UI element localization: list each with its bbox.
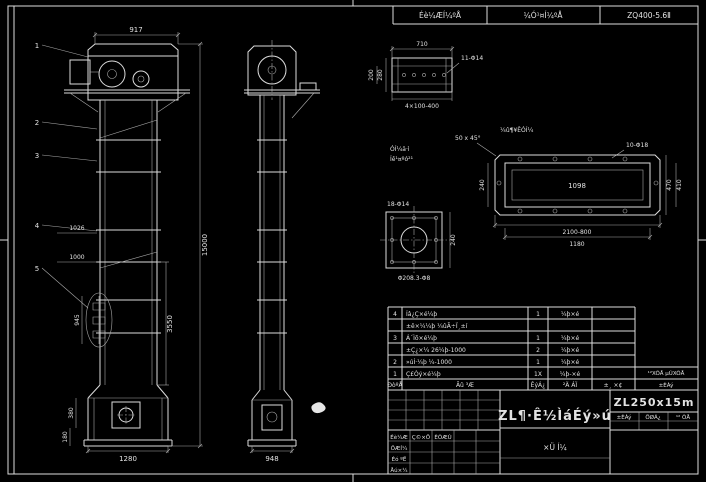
row2-no: 3 [393, 335, 397, 342]
row4-mat: ¼þ×é [561, 359, 580, 366]
parts-table: 4 Íâ¿Ç×é¼þ 1 ¼þ×é ±ê×¼¼þ ¼ûÃ÷Ï¸±í 3 Á´Ìõ… [387, 306, 698, 390]
balloon-callouts: 1 2 3 4 5 [35, 42, 98, 309]
front-view-dimensions: 917 15000 3550 1026 1000 945 380 180 128… [57, 26, 209, 463]
label-approve: Åú×¼ [390, 467, 408, 474]
detail-c: 18-Φ14 Φ208.3-Φ8 240 [380, 201, 457, 282]
table-row: 1 Ç£Òý×é¼þ 1X ¼þ-×é [393, 371, 580, 378]
row4-name: »úÍ·¼þ ¼-1000 [406, 359, 452, 366]
dim-front-base-width: 1280 [119, 455, 137, 463]
row2-mat: ¼þ×é [561, 335, 580, 342]
balloon-2: 2 [35, 119, 39, 127]
dim-front-bucket: 945 [74, 314, 81, 326]
scale-info: ±ÈÀý [659, 381, 674, 389]
dim-detail-b-height: 470 [666, 179, 673, 191]
note-line-2: Íê¹¤ºó²¹ [390, 156, 414, 163]
label-detail-b-holes: 10-Φ18 [626, 142, 648, 149]
row1-name: ±ê×¼¼þ ¼ûÃ÷Ï¸±í [406, 323, 468, 330]
label-weight: ÖØÁ¿ [645, 414, 660, 421]
row5-no: 1 [393, 371, 397, 378]
dim-front-boot-b: 180 [62, 431, 69, 443]
row4-qty: 1 [536, 359, 540, 366]
label-detail-a-holes: 11-Φ14 [461, 55, 483, 62]
row0-no: 4 [393, 311, 397, 318]
header-cell-mfg-no: ¼Ó¹¤Í¼ºÅ [523, 11, 563, 20]
detail-a: 710 11-Φ14 4×100-400 280 200 [368, 41, 483, 110]
header-no: ÐòºÅ [387, 382, 403, 389]
label-draw: ÖÆÍ¼ [391, 445, 408, 452]
header-cell-model-no: ZQ400-5.6Ⅱ [627, 11, 671, 20]
dim-front-boot-a: 380 [68, 407, 75, 419]
row4-no: 2 [393, 359, 397, 366]
side-view: 948 [244, 40, 326, 463]
dim-front-mid-a: 1026 [69, 225, 84, 232]
dim-detail-b-inner: 1098 [568, 182, 586, 190]
dim-detail-b-inner-height: 410 [676, 179, 683, 191]
row0-name: Íâ¿Ç×é¼þ [406, 311, 437, 318]
dim-detail-a-width: 710 [416, 41, 428, 48]
row2-qty: 1 [536, 335, 540, 342]
dim-detail-b-width: 2100-800 [563, 229, 592, 236]
front-view [64, 43, 190, 447]
table-header-row: ÐòºÅ Ãû ³Æ ÊýÁ¿ ²Ä ÁÏ ±¸ ×¢ [387, 381, 622, 389]
drawing-model: ZL250x15m [614, 396, 695, 409]
row0-qty: 1 [536, 311, 540, 318]
row3-name: ±Ç¿×¼ 26¼þ-1000 [406, 347, 466, 354]
sheet-info: ¹²XÕÅ µÚXÕÅ [648, 370, 685, 377]
dim-detail-a-hole-spacing: 4×100-400 [405, 103, 439, 110]
balloon-1: 1 [35, 42, 39, 50]
table-row: ±ê×¼¼þ ¼ûÃ÷Ï¸±í [406, 323, 468, 330]
note-detail-b: ¼û¶¥ÊÓÍ¼ [500, 126, 534, 134]
title-block: Éè¼Æ ÖÆÍ¼ Éó ºË Åú×¼ Ç©×Ö ÈÕÆÚ ZL¶·Ê½ÌáÉ… [387, 389, 698, 474]
drawing-subtitle: ×Ü Í¼ [543, 443, 567, 452]
table-row: 4 Íâ¿Ç×é¼þ 1 ¼þ×é [393, 311, 579, 318]
label-detail-b-chamfer: 50 x 45° [455, 135, 481, 142]
drawing-title: ZL¶·Ê½ÌáÉý»ú [498, 408, 612, 424]
ink-blob [311, 402, 326, 414]
row5-qty: 1X [534, 371, 542, 378]
row0-mat: ¼þ×é [561, 311, 580, 318]
table-row: 2 »úÍ·¼þ ¼-1000 1 ¼þ×é [393, 359, 579, 366]
label-sheet: ¹² ÕÅ [676, 414, 690, 421]
dim-detail-a-height: 280 [377, 69, 384, 81]
row5-mat: ¼þ-×é [560, 371, 581, 378]
sheet-header-strip: Éè¼ÆÍ¼ºÅ ¼Ó¹¤Í¼ºÅ ZQ400-5.6Ⅱ [392, 6, 698, 25]
header-cell-design-no: Éè¼ÆÍ¼ºÅ [419, 11, 462, 20]
header-qty: ÊýÁ¿ [531, 381, 546, 389]
detail-b: ¼û¶¥ÊÓÍ¼ 50 x 45° 10-Φ18 1098 2100-800 1… [455, 126, 683, 248]
row3-mat: ¼þ×é [561, 347, 580, 354]
balloon-3: 3 [35, 152, 39, 160]
dim-detail-b-left: 240 [479, 179, 486, 191]
balloon-5: 5 [35, 265, 39, 273]
dim-front-total-height: 15000 [201, 234, 209, 256]
row5-name: Ç£Òý×é¼þ [406, 371, 441, 378]
header-mat: ²Ä ÁÏ [563, 382, 578, 389]
label-date: ÈÕÆÚ [434, 433, 451, 441]
dim-detail-b-bolt-spacing: 1180 [569, 241, 584, 248]
dim-detail-a-inner: 200 [368, 69, 375, 81]
table-row: 3 Á´Ìõ×é¼þ 1 ¼þ×é [393, 335, 579, 342]
annotation-notes: ÓÍ¼ä·ì Íê¹¤ºó²¹ [390, 146, 414, 163]
dim-front-top-width: 917 [129, 26, 142, 34]
label-design: Éè¼Æ [390, 433, 408, 441]
label-sign: Ç©×Ö [412, 434, 431, 441]
balloon-4: 4 [35, 222, 40, 230]
dim-front-lower-height: 3550 [166, 315, 174, 333]
label-check: Éó ºË [392, 455, 407, 463]
row2-name: Á´Ìõ×é¼þ [406, 335, 437, 342]
row3-qty: 2 [536, 347, 540, 354]
dim-detail-c-height: 240 [450, 234, 457, 246]
label-detail-c-holes: 18-Φ14 [387, 201, 409, 208]
dim-front-mid-b: 1000 [69, 254, 84, 261]
dim-side-base-width: 948 [265, 455, 278, 463]
label-scale: ±ÈÀý [617, 413, 632, 421]
table-row: ±Ç¿×¼ 26¼þ-1000 2 ¼þ×é [406, 347, 579, 354]
header-note: ±¸ ×¢ [604, 382, 623, 389]
note-line-1: ÓÍ¼ä·ì [390, 146, 410, 153]
label-detail-c-pipe: Φ208.3-Φ8 [398, 275, 431, 282]
header-name: Ãû ³Æ [456, 382, 474, 389]
